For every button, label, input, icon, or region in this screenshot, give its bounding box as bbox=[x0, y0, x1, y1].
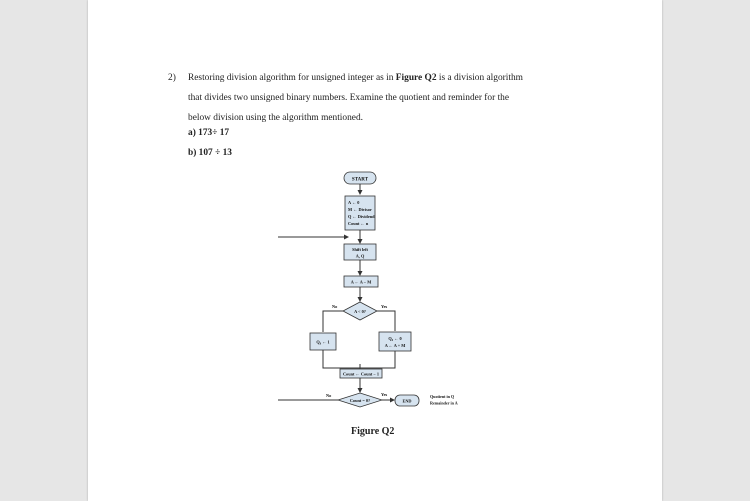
end-node: END bbox=[394, 394, 420, 407]
count-decrement-box: Count ← Count − 1 bbox=[339, 368, 383, 379]
question-line-3: below division using the algorithm menti… bbox=[188, 113, 363, 123]
svg-text:Q₀ ← 0: Q₀ ← 0 bbox=[388, 336, 401, 341]
part-b: b) 107 ÷ 13 bbox=[188, 148, 232, 158]
svg-text:A ← A − M: A ← A − M bbox=[351, 280, 372, 285]
document-page: 2) Restoring division algorithm for unsi… bbox=[88, 0, 662, 501]
svg-text:END: END bbox=[402, 399, 411, 404]
svg-text:Shift left: Shift left bbox=[352, 247, 368, 252]
question-line-2: that divides two unsigned binary numbers… bbox=[188, 93, 510, 103]
no-label: No bbox=[332, 304, 337, 309]
svg-text:Count = 0?: Count = 0? bbox=[350, 398, 370, 403]
shift-box: Shift left A, Q bbox=[343, 243, 377, 261]
svg-text:A ← A + M: A ← A + M bbox=[385, 343, 406, 348]
svg-text:Q₀ ← 1: Q₀ ← 1 bbox=[316, 340, 329, 345]
decision-a-negative: A < 0? bbox=[342, 301, 378, 321]
yes-label-2: Yes bbox=[381, 392, 388, 397]
svg-text:A ← 0: A ← 0 bbox=[348, 200, 359, 205]
svg-text:A, Q: A, Q bbox=[356, 254, 365, 259]
question-line-1: Restoring division algorithm for unsigne… bbox=[188, 73, 523, 83]
svg-text:Count ← Count − 1: Count ← Count − 1 bbox=[343, 372, 379, 377]
restoring-division-flowchart: START A ← 0 M ← Divisor Q ← Dividend Cou… bbox=[278, 171, 458, 408]
result-remainder: Remainder in A bbox=[430, 401, 458, 406]
yes-label: Yes bbox=[381, 304, 388, 309]
init-box: A ← 0 M ← Divisor Q ← Dividend Count ← n bbox=[344, 195, 376, 231]
decision-count-zero: Count = 0? bbox=[336, 392, 384, 408]
no-label-2: No bbox=[326, 393, 331, 398]
svg-text:Count ← n: Count ← n bbox=[348, 221, 369, 226]
question-text: 2) Restoring division algorithm for unsi… bbox=[168, 68, 608, 128]
svg-text:START: START bbox=[352, 178, 369, 183]
q0-one-box: Q₀ ← 1 bbox=[309, 332, 337, 351]
figure-caption: Figure Q2 bbox=[351, 426, 395, 437]
svg-text:M ← Divisor: M ← Divisor bbox=[348, 207, 372, 212]
question-number: 2) bbox=[168, 73, 176, 83]
figure-reference: Figure Q2 bbox=[395, 73, 437, 83]
result-quotient: Quotient in Q bbox=[430, 394, 454, 399]
part-a: a) 173÷ 17 bbox=[188, 128, 230, 138]
svg-text:A < 0?: A < 0? bbox=[354, 309, 366, 314]
restore-box: Q₀ ← 0 A ← A + M bbox=[378, 331, 412, 352]
svg-text:Q ← Dividend: Q ← Dividend bbox=[348, 214, 375, 219]
subtract-box: A ← A − M bbox=[343, 275, 379, 288]
start-node: START bbox=[343, 171, 377, 185]
